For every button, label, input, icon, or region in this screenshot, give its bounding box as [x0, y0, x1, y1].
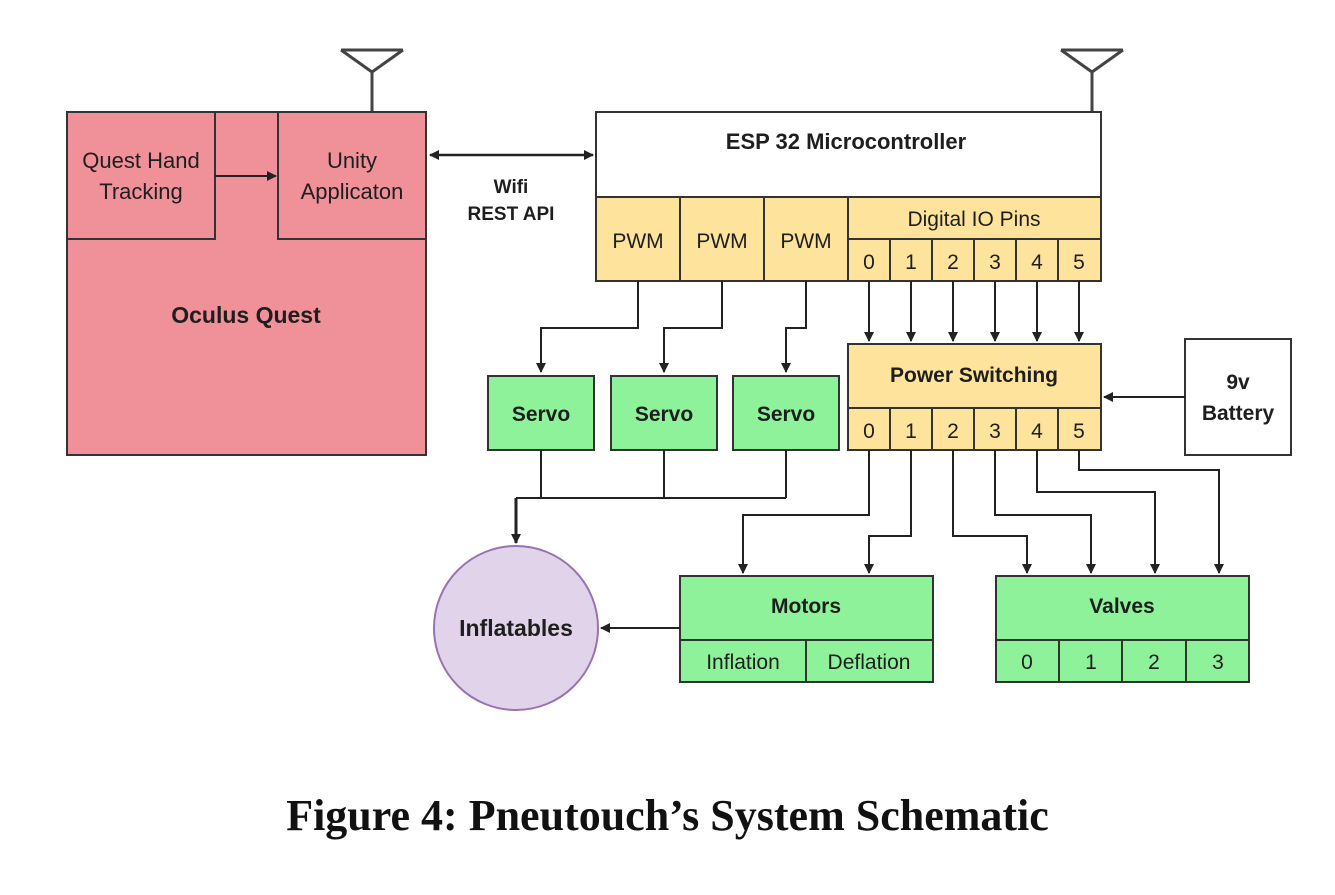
valve-label-2: 2 [1148, 651, 1160, 674]
servo-label-1: Servo [635, 403, 693, 426]
antenna-icon-esp32 [1060, 48, 1124, 112]
io-pin-1: 1 [905, 251, 917, 274]
rest-api-label: REST API [468, 204, 555, 225]
inflatables-circle [433, 545, 599, 711]
system-schematic: Quest Hand Tracking Unity Applicaton Ocu… [66, 48, 1292, 711]
power-pin-5: 5 [1073, 420, 1085, 443]
antenna-icon-oculus [340, 48, 404, 112]
figure-caption: Figure 4: Pneutouch’s System Schematic [286, 791, 1049, 840]
battery-label-1: 9v [1226, 371, 1250, 394]
power-pin-1: 1 [905, 420, 917, 443]
io-pin-5: 5 [1073, 251, 1085, 274]
pwm-label-2: PWM [780, 230, 831, 253]
servo-blocks: Servo Servo Servo [487, 375, 840, 451]
oculus-quest-title: Oculus Quest [171, 302, 321, 328]
servo-box-1 [610, 375, 718, 451]
battery-block: 9v Battery [1184, 338, 1292, 456]
io-pin-3: 3 [989, 251, 1001, 274]
esp32-title-box [595, 111, 1102, 198]
servo-label-2: Servo [757, 403, 815, 426]
pwm-label-1: PWM [696, 230, 747, 253]
power-switching-block: Power Switching 0 1 2 3 4 5 [847, 343, 1102, 451]
power-pin-2: 2 [947, 420, 959, 443]
pwm-servo-connectors [536, 281, 807, 373]
power-pin-3: 3 [989, 420, 1001, 443]
unity-label-2: Applicaton [301, 179, 404, 204]
hand-tracking-label-1: Quest Hand [82, 148, 199, 173]
oculus-quest-block: Quest Hand Tracking Unity Applicaton Ocu… [66, 111, 427, 456]
motors-title: Motors [771, 595, 841, 618]
valve-label-3: 3 [1212, 651, 1224, 674]
battery-box [1184, 338, 1292, 456]
valves-block: Valves 0 1 2 3 [995, 575, 1250, 683]
power-switching-title: Power Switching [890, 364, 1058, 387]
power-pin-4: 4 [1031, 420, 1043, 443]
digital-io-title: Digital IO Pins [907, 208, 1040, 231]
esp32-title: ESP 32 Microcontroller [726, 129, 967, 154]
hand-tracking-label-2: Tracking [99, 179, 183, 204]
servo-label-0: Servo [512, 403, 570, 426]
io-pin-4: 4 [1031, 251, 1043, 274]
io-pin-2: 2 [947, 251, 959, 274]
pwm-label-0: PWM [612, 230, 663, 253]
power-to-actuator-connectors [738, 450, 1224, 574]
servo-to-inflatables-connectors [511, 450, 787, 544]
battery-label-2: Battery [1202, 402, 1275, 425]
valve-label-0: 0 [1021, 651, 1033, 674]
valves-title: Valves [1089, 595, 1154, 618]
power-pin-0: 0 [863, 420, 875, 443]
unity-label-1: Unity [327, 148, 377, 173]
inflatables-block: Inflatables [433, 545, 599, 711]
hand-tracking-box [66, 111, 216, 240]
motors-inflation-label: Inflation [706, 651, 780, 674]
motors-deflation-label: Deflation [828, 651, 911, 674]
valve-label-1: 1 [1085, 651, 1097, 674]
servo-box-2 [732, 375, 840, 451]
esp32-block: ESP 32 Microcontroller PWM PWM PWM Digit… [595, 111, 1102, 282]
io-to-power-arrows [864, 281, 1084, 342]
motors-block: Motors Inflation Deflation [679, 575, 934, 683]
inflatables-label: Inflatables [459, 615, 573, 641]
io-pin-0: 0 [863, 251, 875, 274]
wifi-label: Wifi [494, 177, 529, 198]
unity-app-box [277, 111, 427, 240]
